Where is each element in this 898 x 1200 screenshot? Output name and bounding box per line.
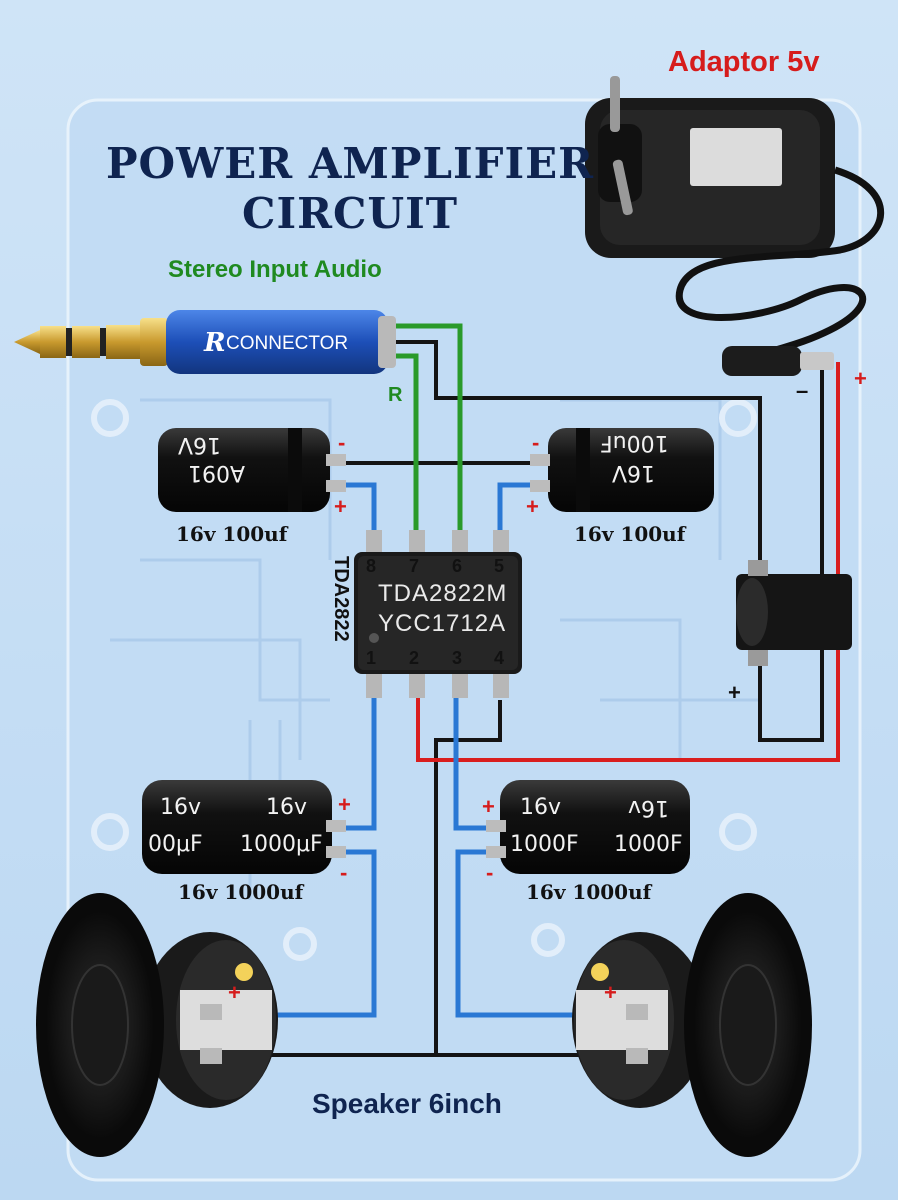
cap-top-right: [530, 428, 714, 512]
cap-bl-cap-1: 00μF: [148, 832, 203, 857]
chip-marking-1: TDA2822M: [378, 580, 508, 607]
chip-marking-2: YCC1712A: [378, 610, 507, 637]
cap-tl-mark-1: 16V: [178, 432, 222, 457]
speaker-right: [572, 893, 812, 1157]
cap-bl-cap-2: 1000μF: [240, 832, 323, 857]
wire-input-l: [395, 323, 463, 538]
cap-tr-mark-1: 100uF: [600, 430, 669, 455]
connector-logo: R: [204, 328, 226, 358]
supply-wires: [416, 362, 840, 762]
cap-tr-plus: +: [526, 494, 539, 519]
speaker-label: Speaker 6inch: [312, 1088, 502, 1119]
cap-tl-plus: +: [334, 494, 347, 519]
spk-right-plus: +: [604, 980, 617, 1005]
signal-wires: [218, 482, 630, 1018]
pin-8: 8: [366, 556, 377, 576]
cap-tl-minus: -: [338, 430, 346, 455]
wire-cap-tr-pos: [497, 482, 536, 538]
wire-gnd-top: [395, 340, 762, 575]
cap-br-cap-1: 1000F: [510, 832, 579, 857]
pin-5: 5: [494, 556, 505, 576]
cap-tl-label: 16v 100uf: [176, 522, 288, 546]
wire-out-left: [340, 695, 377, 831]
power-adaptor: [585, 76, 885, 376]
wire-gnd-adaptor: [758, 370, 824, 742]
adaptor-minus: –: [796, 378, 809, 403]
spk-left-plus: +: [228, 980, 241, 1005]
pin-4: 4: [494, 648, 505, 668]
dc-power-jack: [736, 560, 852, 666]
wire-cap-tl-pos: [340, 482, 377, 538]
connector-text: CONNECTOR: [226, 333, 349, 354]
adaptor-plus: +: [854, 366, 867, 391]
wire-spk-right: [455, 849, 630, 1018]
wire-out-right: [453, 695, 492, 831]
pin-7: 7: [409, 556, 420, 576]
cap-br-volt-1: 16v: [520, 795, 562, 820]
cap-bl-plus: +: [338, 792, 351, 817]
cap-top-left: [158, 428, 346, 512]
jack-body: [166, 310, 388, 374]
pin-1: 1: [366, 648, 377, 668]
right-channel-label: R: [388, 384, 403, 406]
dc-jack-plus: +: [728, 680, 741, 705]
wire-spk-left: [218, 849, 377, 1018]
stereo-input-label: Stereo Input Audio: [168, 256, 382, 283]
cap-bl-label: 16v 1000uf: [178, 880, 304, 904]
cap-tr-mark-2: 16V: [612, 460, 656, 485]
title-line-1: POWER AMPLIFIER: [105, 139, 595, 188]
ic-tda2822: [354, 530, 522, 698]
cap-br-label: 16v 1000uf: [526, 880, 652, 904]
chip-pins-bottom: [366, 672, 509, 698]
chip-pins-top: [366, 530, 509, 554]
cap-br-cap-2: 1000F: [614, 832, 683, 857]
cap-br-volt-2: 16v: [628, 795, 670, 820]
pin-3: 3: [452, 648, 463, 668]
cap-bl-volt-1: 16v: [160, 795, 202, 820]
ground-wires: [230, 340, 824, 1057]
cap-bl-volt-2: 16v: [266, 795, 308, 820]
cap-tr-label: 16v 100uf: [574, 522, 686, 546]
chip-side-label: TDA2822: [330, 556, 352, 642]
wire-gnd-bottom: [230, 700, 502, 1057]
cap-bottom-right: [486, 780, 690, 874]
pin-2: 2: [409, 648, 420, 668]
adaptor-label: Adaptor 5v: [668, 46, 820, 78]
stereo-jack-plug: [14, 310, 396, 374]
title-line-2: CIRCUIT: [242, 189, 458, 238]
speaker-left: [36, 893, 278, 1157]
wire-vcc: [416, 362, 840, 762]
cap-tr-minus: -: [532, 430, 540, 455]
cap-bottom-left: [142, 780, 346, 874]
pin-6: 6: [452, 556, 463, 576]
cap-br-plus: +: [482, 794, 495, 819]
mount-holes: [91, 399, 757, 961]
input-wires: [395, 323, 463, 538]
cap-br-minus: -: [486, 860, 494, 885]
cap-tl-mark-2: A091: [188, 460, 246, 485]
wire-input-r: [395, 353, 419, 538]
cap-bl-minus: -: [340, 860, 348, 885]
